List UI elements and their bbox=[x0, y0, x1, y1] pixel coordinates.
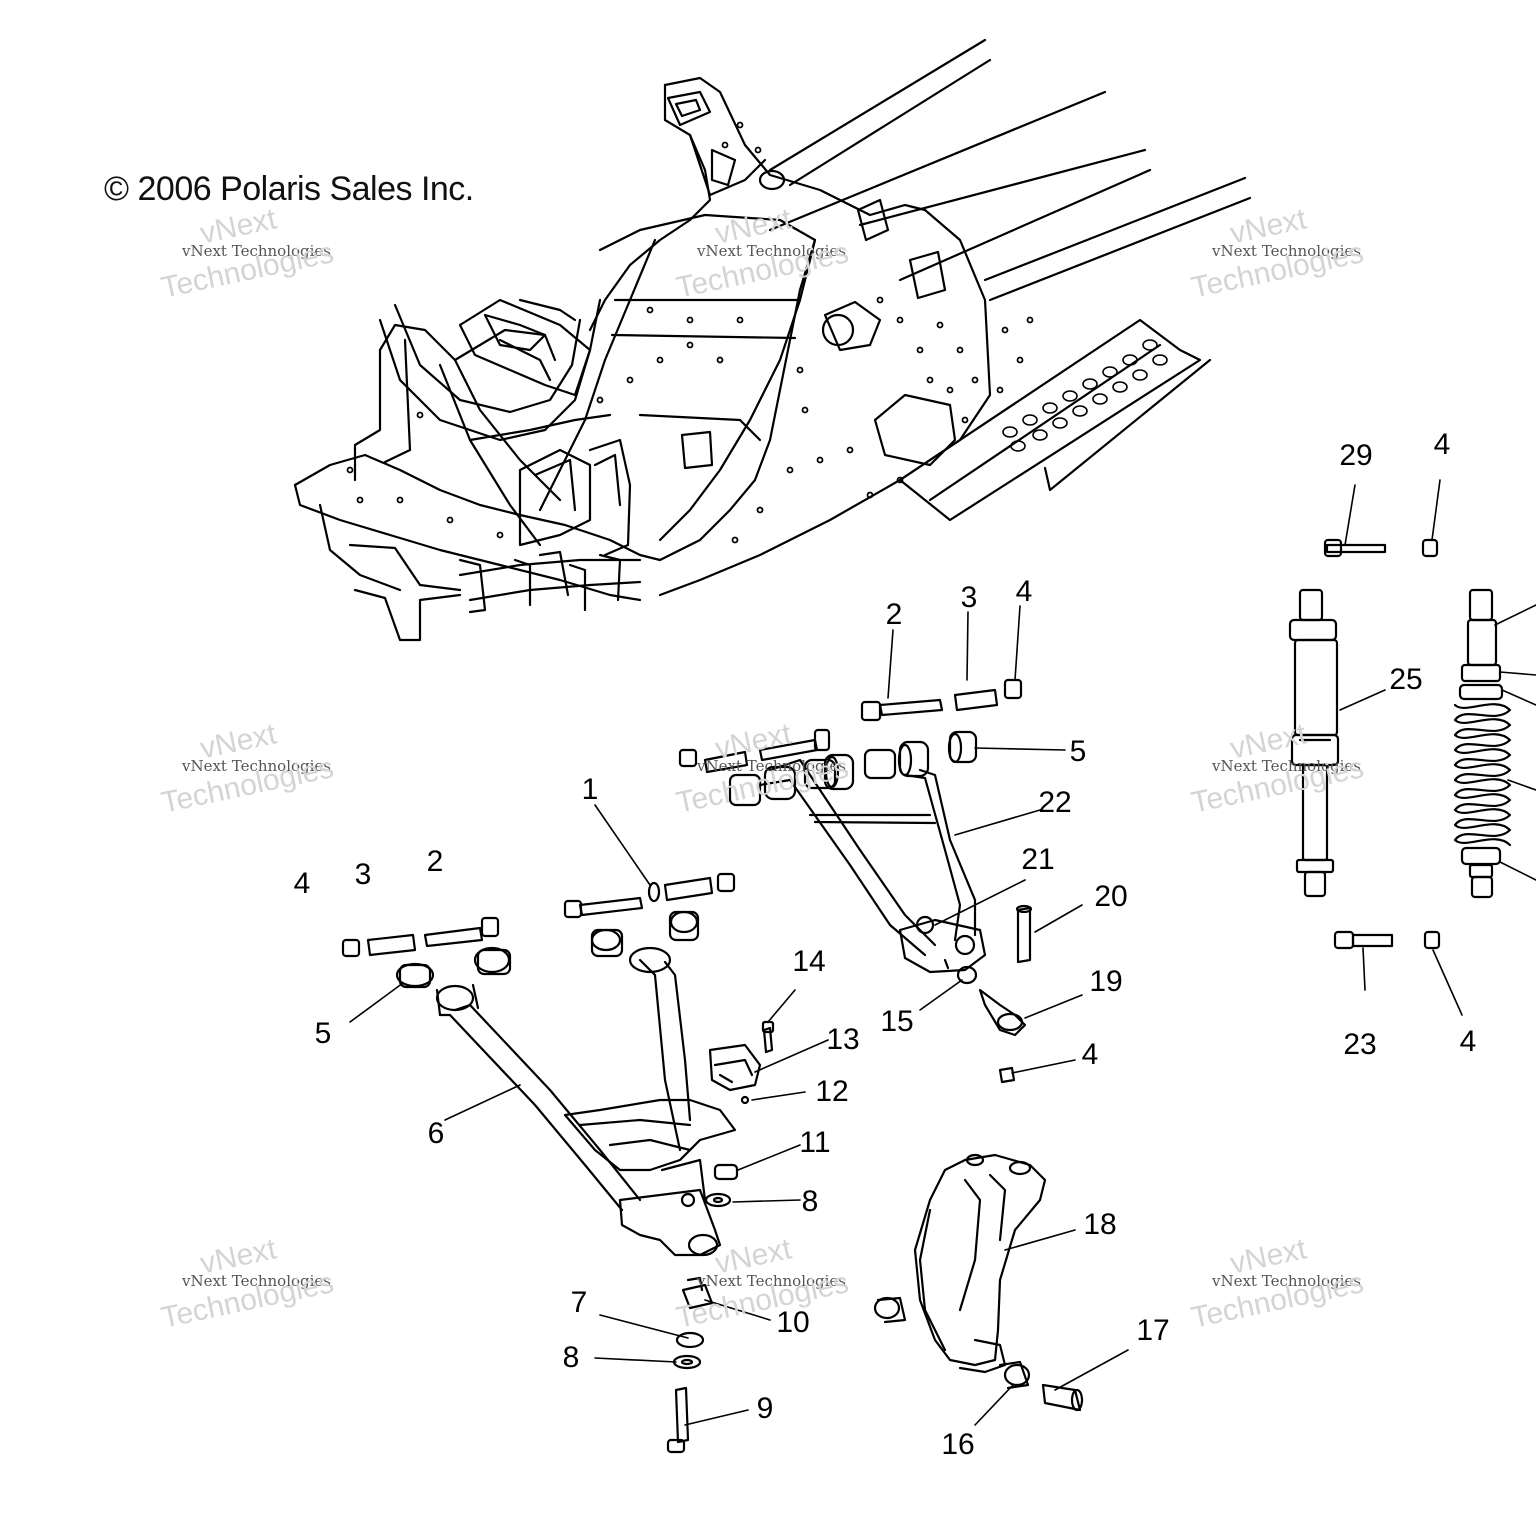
callout-number: 17 bbox=[1136, 1314, 1170, 1347]
callout-number: 4 bbox=[293, 867, 311, 900]
callout-number: 5 bbox=[1069, 735, 1087, 768]
callout-number: 12 bbox=[815, 1075, 849, 1108]
callout-number: 8 bbox=[801, 1185, 819, 1218]
coil-over-shock bbox=[1453, 588, 1512, 899]
callout-number: 5 bbox=[314, 1017, 332, 1050]
callout-number: 22 bbox=[1038, 786, 1072, 819]
callout-number: 9 bbox=[756, 1392, 774, 1425]
shock-absorber bbox=[1288, 538, 1441, 950]
callout-number: 6 bbox=[427, 1117, 445, 1150]
callout-number: 4 bbox=[1433, 428, 1451, 461]
callout-number: 23 bbox=[1343, 1028, 1377, 1061]
callout-number: 4 bbox=[1459, 1025, 1477, 1058]
callout-number: 21 bbox=[1021, 843, 1055, 876]
chassis-rivets bbox=[346, 121, 1034, 544]
upper-bushings bbox=[728, 730, 978, 807]
callout-number: 16 bbox=[941, 1428, 975, 1461]
callout-number: 11 bbox=[799, 1126, 831, 1159]
callout-number: 1 bbox=[581, 773, 599, 806]
chassis-frame bbox=[293, 38, 1252, 642]
callout-number: 13 bbox=[826, 1023, 860, 1056]
callout-number: 4 bbox=[1015, 575, 1033, 608]
callout-number: 3 bbox=[354, 858, 372, 891]
callout-number: 10 bbox=[776, 1306, 810, 1339]
callout-number: 14 bbox=[792, 945, 826, 978]
spindle bbox=[873, 1153, 1084, 1412]
callout-number: 15 bbox=[880, 1005, 914, 1038]
ball-joint-hardware bbox=[666, 904, 1033, 1454]
callout-number: 8 bbox=[562, 1341, 580, 1374]
callout-number: 29 bbox=[1339, 439, 1373, 472]
lower-a-arm bbox=[435, 946, 737, 1257]
callout-number: 2 bbox=[885, 598, 903, 631]
callout-number: 7 bbox=[570, 1286, 588, 1319]
callout-number: 19 bbox=[1089, 965, 1123, 998]
lower-bushings bbox=[395, 910, 700, 989]
leader-lines bbox=[349, 479, 1536, 1426]
callout-number: 3 bbox=[960, 581, 978, 614]
callout-number: 4 bbox=[1081, 1038, 1099, 1071]
lower-hardware bbox=[341, 872, 736, 958]
callout-number: 20 bbox=[1094, 880, 1128, 913]
callout-number: 25 bbox=[1389, 663, 1423, 696]
callout-number: 2 bbox=[426, 845, 444, 878]
callout-number: 18 bbox=[1083, 1208, 1117, 1241]
upper-a-arm bbox=[758, 758, 987, 974]
upper-hardware bbox=[678, 678, 1023, 774]
copyright-notice: © 2006 Polaris Sales Inc. bbox=[104, 170, 474, 208]
